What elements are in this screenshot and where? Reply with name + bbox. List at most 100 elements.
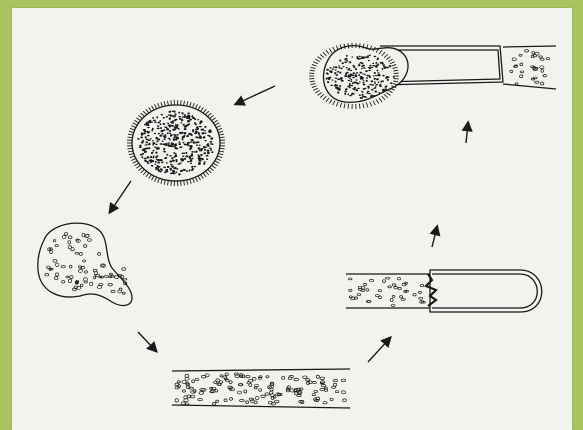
stipple-dot [204,161,206,162]
stipple-dot [356,90,358,92]
stipple-dot [337,87,339,89]
stipple-dot [539,56,543,58]
hair-line [370,102,372,107]
stipple-dot [193,166,196,167]
hair-line [129,153,134,154]
stipple-dot [201,132,204,134]
tube-tip [430,270,542,312]
stipple-dot [413,293,416,296]
stipple-dot [398,287,402,289]
stipple-dot [214,381,217,384]
hair-line [219,151,224,152]
stipple-dot [329,70,331,72]
stipple-dot [254,401,257,404]
stipple-dot [255,397,259,400]
stipple-dot [350,70,352,71]
stipple-dot [363,56,365,58]
stipple-dot [151,152,153,153]
stipple-dot [510,70,513,72]
stipple-dot [341,80,344,82]
stipple-dot [363,80,365,81]
stipple-dot [365,56,367,58]
stipple-dot [180,170,183,172]
stipple-dot [185,377,189,380]
stipple-dot [362,78,364,80]
hair-line [348,104,349,109]
hair-line [218,131,223,132]
stipple-dot [369,54,371,56]
stipple-dot [147,144,150,146]
stipple-dot [374,81,376,82]
stipple-dot [325,389,328,392]
hair-line [313,62,318,64]
stipple-dot [392,295,395,297]
hair-line [198,176,201,180]
stipple-dot [199,135,202,137]
stipple-dot [373,88,375,89]
stipple-dot [261,395,266,397]
stipple-dot [349,78,351,80]
stipple-dot [512,58,516,61]
stipple-dot [184,143,187,145]
hair-line [149,175,152,179]
stipple-dot [145,141,148,143]
stipple-dot [160,123,162,125]
stipple-dot [140,136,143,138]
stipple-dot [152,142,155,144]
stipple-dot [206,158,208,160]
stipple-dot [532,52,535,54]
hair-line [127,148,132,149]
hair-line [336,102,338,107]
stipple-dot [364,73,366,75]
stipple-dot [346,60,348,62]
stipple-dot [363,82,365,83]
hair-line [130,128,135,130]
stipple-dot [178,142,180,143]
stipple-dot [207,143,209,145]
stipple-dot [162,143,165,145]
stipple-dot [535,52,539,55]
stipple-dot [191,139,194,141]
hair-line [386,92,390,95]
stipple-dot [169,118,171,120]
stipple-dot [349,62,351,63]
stipple-dot [156,167,159,168]
stipple-dot [339,72,341,74]
stipple-dot [331,386,335,388]
stipple-dot [543,75,546,77]
stipple-dot [332,68,334,70]
stipple-dot [151,165,153,167]
stipple-dot [173,139,175,141]
stipple-dot [346,67,348,69]
stipple-dot [371,89,373,91]
stipple-dot [141,141,144,143]
stipple-dot [334,85,336,86]
stipple-dot [189,119,192,121]
stipple-dot [170,169,172,171]
stipple-dot [362,73,364,74]
stipple-dot [335,66,338,68]
stipple-dot [249,398,254,400]
hair-line [128,151,133,152]
stipple-dot [385,77,388,79]
stipple-dot [188,133,191,135]
stipple-dot [378,81,380,83]
hair-line [146,173,149,177]
stipple-dot [363,67,365,69]
stipple-dot [376,84,379,85]
stipple-dot [341,379,345,382]
hair-line [138,167,142,170]
stipple-dot [188,115,191,117]
hair-line [164,101,165,106]
stipple-dot [394,286,398,289]
stipple-dot [345,74,347,76]
hair-line [181,181,182,186]
stipple-dot [166,116,168,118]
stipple-dot [199,126,202,127]
filament-stipple-right [510,50,550,85]
stipple-dot [397,278,400,280]
stipple-dot [195,131,198,133]
stipple-dot [150,138,152,139]
stipple-dot [175,399,179,402]
